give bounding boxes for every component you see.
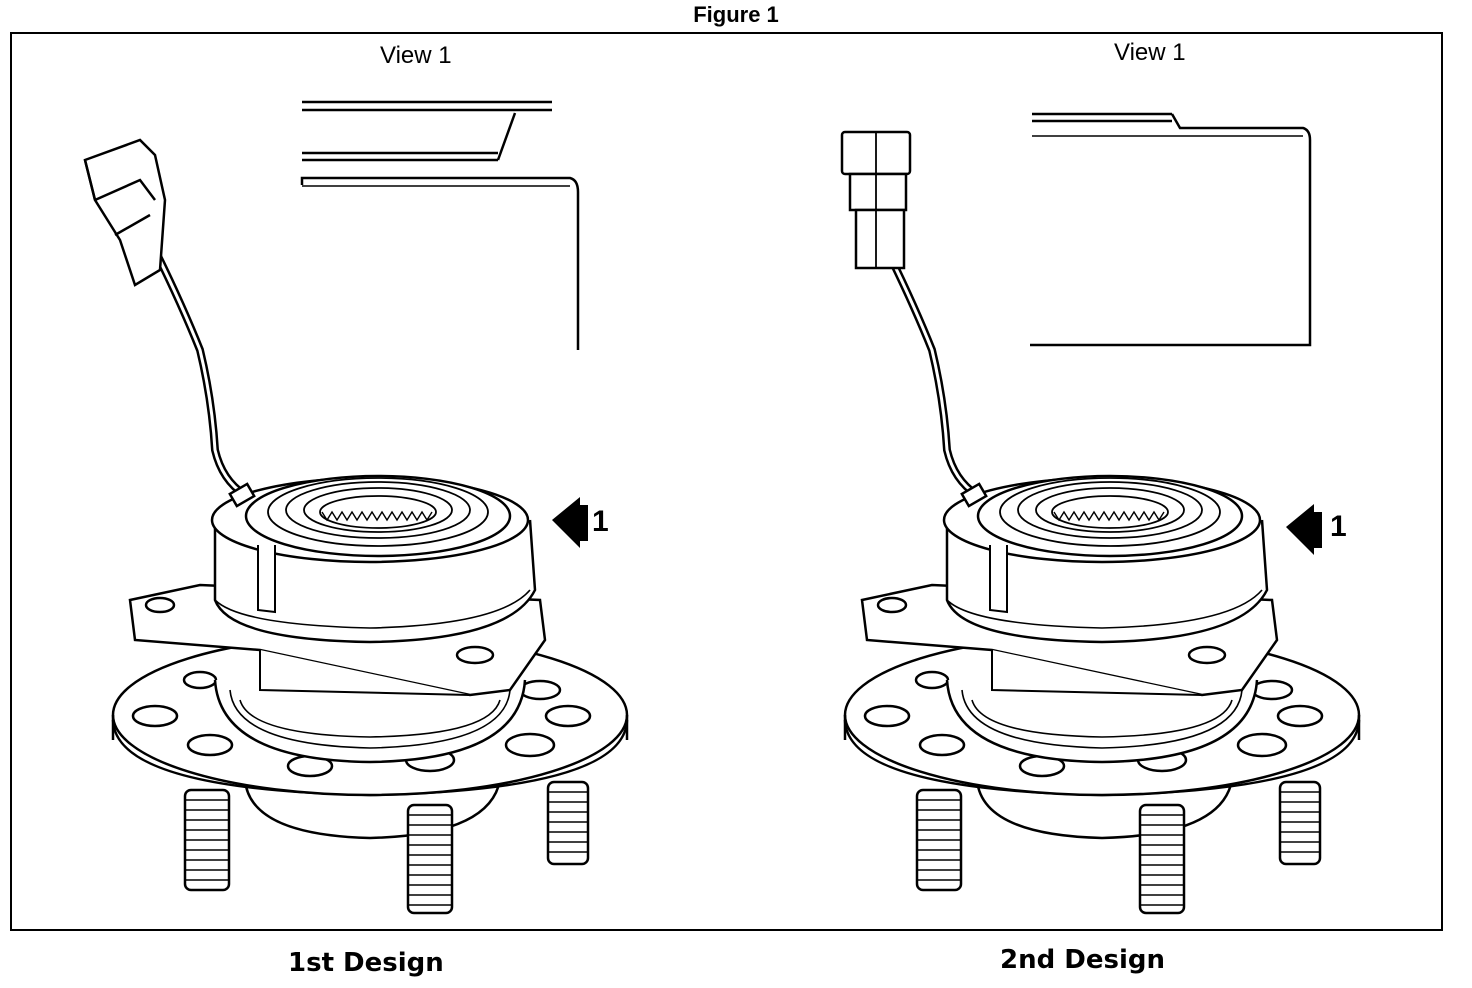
caption-second-design: 2nd Design	[1000, 945, 1165, 975]
sensor-connector	[85, 140, 165, 285]
arrow-label-right: 1	[1330, 510, 1347, 543]
figure-frame	[10, 32, 1443, 931]
arrow-label-left: 1	[592, 505, 609, 538]
view-1-label-left: View 1	[380, 42, 452, 69]
first-design-illustration	[85, 102, 627, 913]
second-design-illustration	[842, 114, 1359, 913]
view-1-inset	[1030, 114, 1310, 345]
view-1-label-right: View 1	[1114, 39, 1186, 66]
view-arrow-icon	[1286, 504, 1314, 555]
sensor-connector	[842, 132, 910, 268]
view-arrow-icon	[552, 497, 580, 548]
view-1-inset	[302, 102, 578, 350]
figure-title: Figure 1	[693, 2, 779, 27]
caption-first-design: 1st Design	[288, 948, 444, 978]
